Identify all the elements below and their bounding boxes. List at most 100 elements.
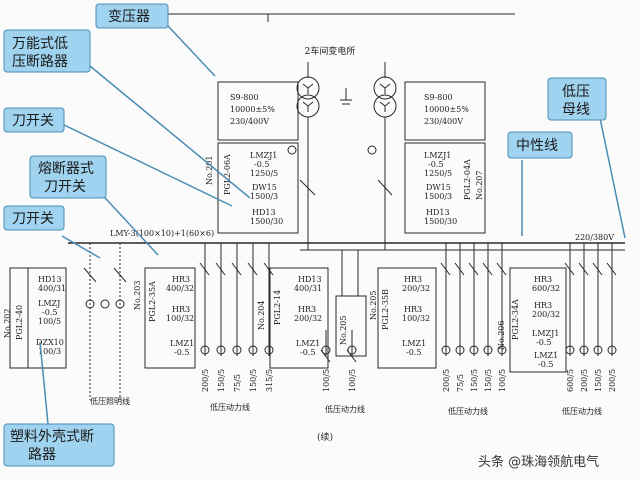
ct-left <box>287 145 297 155</box>
panel-206-row6: LMZ1 <box>534 351 558 360</box>
panel-202-wiring <box>83 243 127 400</box>
watermark-text: 头条 @珠海领航电气 <box>478 454 599 470</box>
feeder-switch <box>578 262 589 276</box>
panel-201-row1: -0.5 <box>254 160 269 169</box>
feeder-switch <box>606 262 617 276</box>
tr-left-line1: S9-800 <box>230 93 259 102</box>
panel-207-row1: -0.5 <box>428 160 443 169</box>
tr-left-line3: 230/400V <box>230 117 269 126</box>
panel-207-row2: 1250/5 <box>424 169 452 178</box>
svg-text:熔断器式: 熔断器式 <box>38 161 94 177</box>
feeder-ct <box>216 345 226 355</box>
feeder-ct <box>232 345 242 355</box>
feeder-203-label: 低压动力线 <box>210 402 250 412</box>
feeder-ct <box>455 345 465 355</box>
busbar-label: LMY-3(100×10)+1(60×6) <box>110 229 214 238</box>
panel-206-row0: HR3 <box>534 275 552 284</box>
panel-203-row4: LMZ1 <box>170 339 194 348</box>
feeder-rating: 200/5 <box>608 369 617 392</box>
callout-molded-breaker: 塑料外壳式断 路器 <box>3 423 115 467</box>
panel-205b-row2: HR3 <box>404 305 422 314</box>
panel-202-row0: HD13 <box>38 275 62 284</box>
svg-text:刀开关: 刀开关 <box>44 179 86 195</box>
panel-207-row6: 1500/30 <box>424 217 457 226</box>
feeder-rating: 150/5 <box>484 369 493 392</box>
panel-206-row4: LMZJ1 <box>532 329 559 338</box>
svg-text:低压: 低压 <box>562 84 590 100</box>
svg-text:压断路器: 压断路器 <box>12 54 68 70</box>
panel-205b-row4: LMZ1 <box>402 339 426 348</box>
panel-205b-row5: -0.5 <box>406 348 421 357</box>
substation-title: 2车间变电所 <box>305 45 356 57</box>
panel-202-id: No.202 <box>3 309 12 339</box>
panel-206-row1: 600/32 <box>532 284 560 293</box>
feeder-switch <box>440 262 451 276</box>
panel-203-row2: HR3 <box>172 305 190 314</box>
panel-206-row5: -0.5 <box>536 338 551 347</box>
feeder-switch <box>592 262 603 276</box>
feeder-switch <box>564 262 575 276</box>
panel-207: LMZJ1 -0.5 1250/5 DW15 1500/3 HD13 1500/… <box>404 142 486 234</box>
ground-symbol <box>340 88 352 105</box>
tr-right-line1: S9-800 <box>424 93 453 102</box>
feeder-rating: 150/5 <box>594 369 603 392</box>
callout-knife-switch-left: 刀开关 <box>3 205 65 231</box>
pointer-universal-breaker <box>89 65 251 199</box>
feeder-ct <box>593 345 603 355</box>
panel-201-id: No.201 <box>205 156 214 186</box>
panel-202-row5: DZX10 <box>36 338 64 347</box>
pointer-molded-breaker <box>39 341 49 425</box>
feeder-rating: 150/5 <box>249 369 258 392</box>
feeder-rating: 150/5 <box>217 369 226 392</box>
panel-204-id: No.204 <box>257 301 266 331</box>
feeder-rating: 600/5 <box>566 369 575 392</box>
feeder-switch <box>496 262 507 276</box>
svg-text:塑料外壳式断: 塑料外壳式断 <box>10 428 94 445</box>
svg-text:母线: 母线 <box>562 102 590 118</box>
feeder-205b-label: 低压动力线 <box>448 406 488 416</box>
svg-text:刀开关: 刀开关 <box>12 113 54 129</box>
panel-203-row0: HR3 <box>172 275 190 284</box>
breaker-right-switch <box>377 179 393 196</box>
panel-201-row5: HD13 <box>252 208 276 217</box>
feeder-ct <box>483 345 493 355</box>
panel-203-row5: -0.5 <box>174 348 189 357</box>
callout-knife-switch-top: 刀开关 <box>3 107 65 133</box>
panel-204-row2: HR3 <box>298 305 316 314</box>
feeder-ct <box>321 345 331 355</box>
panel-202-row3: -0.5 <box>42 308 57 317</box>
panel-206-row7: -0.5 <box>538 360 553 369</box>
panel-206-model: PGL2-34A <box>511 299 520 340</box>
panel-207-id: No.207 <box>475 171 484 201</box>
pointer-knife-switch-left <box>61 235 101 259</box>
feeder-rating: 100/5 <box>322 369 331 392</box>
panel-202-model: PGL2-40 <box>15 305 24 340</box>
svg-text:中性线: 中性线 <box>516 138 558 154</box>
panel-204-row4: LMZ1 <box>296 339 320 348</box>
panel-204-row5: -0.5 <box>300 348 315 357</box>
svg-text:变压器: 变压器 <box>108 9 150 25</box>
panel-206-id: No.206 <box>497 321 506 351</box>
feeder-205-label: 低压动力线 <box>325 404 365 414</box>
pointer-knife-switch-top <box>61 123 233 207</box>
panel-204-row0: HD13 <box>298 275 322 284</box>
panel-206-row2: HR3 <box>534 301 552 310</box>
feeder-ct <box>469 345 479 355</box>
panel-202-row2: LMZJ <box>38 299 60 308</box>
feeder-ct <box>497 345 507 355</box>
feeder-ct <box>441 345 451 355</box>
panel-205b: No.205 PGL2-35B HR3 200/32 HR3 100/32 LM… <box>369 267 437 369</box>
panel-207-row5: HD13 <box>426 208 450 217</box>
panel-201-row2: 1250/5 <box>250 169 278 178</box>
feeder-ct <box>248 345 258 355</box>
transformer-right-box <box>404 81 486 141</box>
feeder-ct <box>607 345 617 355</box>
feeder-rating: 315/5 <box>265 369 274 392</box>
callout-universal-breaker: 万能式低 压断路器 <box>3 29 91 73</box>
pointer-lv-busbar <box>599 117 626 239</box>
panel-203-id: No.203 <box>133 281 142 311</box>
